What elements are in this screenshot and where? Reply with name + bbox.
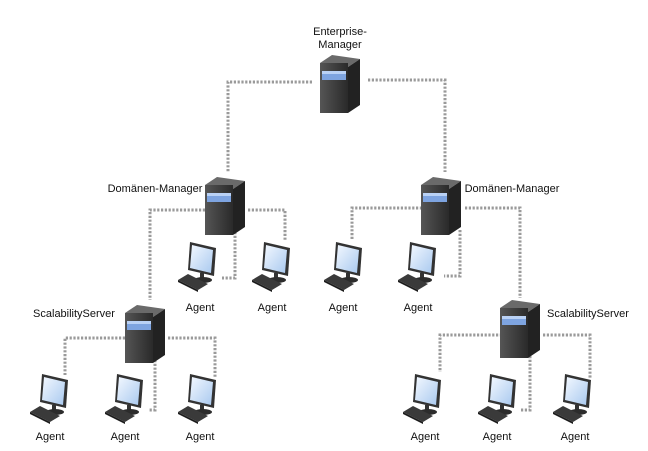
connector-scalability-left-agent-5 — [63, 336, 125, 375]
connector-scalability-left-agent-6 — [148, 360, 157, 412]
agent-computer-icon — [324, 242, 362, 292]
agent-computer-icon — [178, 374, 216, 424]
scalability-server-left-icon — [125, 305, 165, 363]
connector-domain-right-agent-3 — [350, 206, 422, 240]
connector-enterprise-domain-right — [368, 78, 447, 172]
agent-label: Agent — [410, 431, 440, 443]
agent-label: Agent — [328, 302, 358, 314]
scalability-server-right-icon — [500, 300, 540, 358]
enterprise-manager-label: Enterprise-Manager — [313, 26, 367, 51]
domain-server-right-icon — [421, 177, 461, 235]
connector-scalability-right-agent-9 — [520, 356, 532, 412]
agent-computer-icon — [30, 374, 68, 424]
connectors — [63, 78, 592, 412]
agent-label: Agent — [185, 431, 215, 443]
enterprise-server-icon — [320, 55, 360, 113]
connector-domain-right-agent-4 — [444, 230, 462, 278]
domain-server-left-icon — [205, 177, 245, 235]
connector-scalability-right-agent-8 — [438, 333, 502, 372]
connector-scalability-left-agent-7 — [168, 336, 217, 378]
agent-computer-icon — [403, 374, 441, 424]
agent-label: Agent — [482, 431, 512, 443]
agent-label: Agent — [560, 431, 590, 443]
connector-scalability-right-agent-10 — [543, 333, 592, 378]
connector-enterprise-domain-left — [226, 80, 312, 172]
connector-domain-left-agent-1 — [222, 232, 237, 280]
connector-domain-right-scalability-right — [465, 206, 522, 298]
domain-manager-left-label: Domänen-Manager — [107, 183, 203, 195]
agent-computer-icon — [553, 374, 591, 424]
agent-label: Agent — [110, 431, 140, 443]
domain-manager-right-label: Domänen-Manager — [464, 183, 560, 195]
agent-computer-icon — [105, 374, 143, 424]
agent-computer-icon — [252, 242, 290, 292]
agent-computer-icon — [178, 242, 216, 292]
agent-computer-icon — [478, 374, 516, 424]
agent-label: Agent — [257, 302, 287, 314]
connector-domain-left-agent-2 — [248, 208, 287, 240]
scalability-server-right-label: ScalabilityServer — [547, 308, 629, 320]
agent-label: Agent — [403, 302, 433, 314]
agent-label: Agent — [35, 431, 65, 443]
agent-computer-icon — [398, 242, 436, 292]
agent-label: Agent — [185, 302, 215, 314]
scalability-server-left-label: ScalabilityServer — [33, 308, 115, 320]
connector-domain-left-scalability-left — [148, 208, 205, 300]
